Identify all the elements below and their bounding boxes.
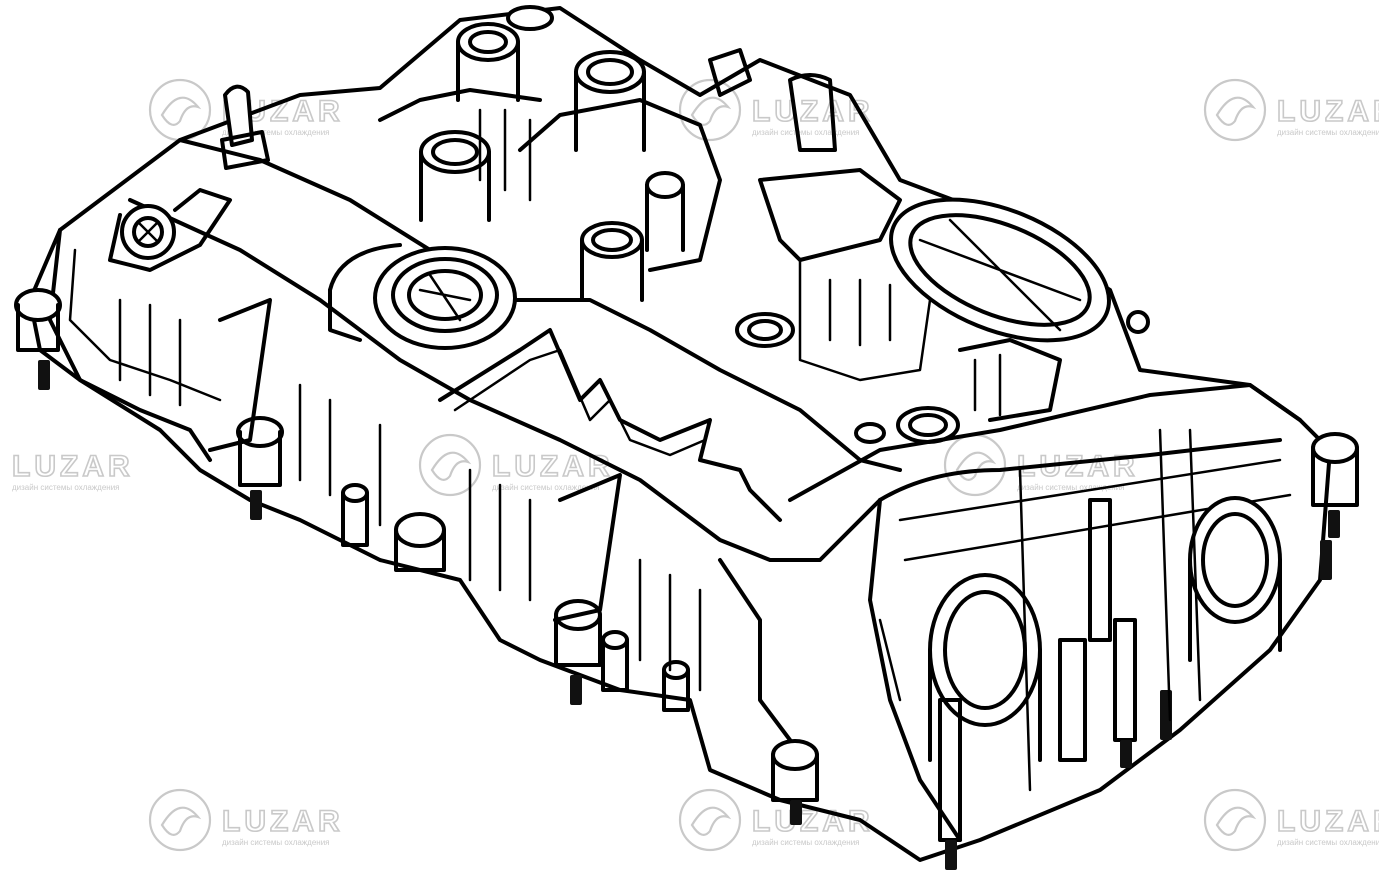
svg-text:LUZAR: LUZAR (12, 450, 134, 483)
watermark-logo: LUZAR дизайн системы охлаждения (678, 78, 874, 142)
mounting-bolt (662, 660, 690, 712)
camshaft-bore (1188, 496, 1282, 662)
cam-sensor (108, 188, 232, 272)
svg-text:LUZAR: LUZAR (222, 805, 344, 838)
svg-text:дизайн системы охлаждения: дизайн системы охлаждения (752, 128, 860, 137)
mounting-bolt (394, 512, 446, 572)
bore-struts (878, 428, 1202, 792)
mounting-bolt (771, 739, 819, 825)
gasket-line (438, 328, 782, 522)
side-ribs (118, 298, 702, 692)
watermark-logo: LUZAR дизайн системы охлаждения (418, 433, 614, 497)
watermark-logo: LUZAR дизайн системы охлаждения (678, 788, 874, 852)
watermark-logo: LUZAR дизайн системы охлаждения (148, 788, 344, 852)
svg-text:дизайн системы охлаждения: дизайн системы охлаждения (222, 128, 330, 137)
mid-right-ports (735, 312, 1062, 444)
svg-text:LUZAR: LUZAR (752, 95, 874, 128)
cover-outline (28, 6, 1332, 862)
left-end-inner (68, 248, 222, 402)
watermark-logo: LUZAR дизайн системы охлаждения (1203, 788, 1379, 852)
svg-text:дизайн системы охлаждения: дизайн системы охлаждения (1277, 128, 1379, 137)
mounting-bolt (601, 630, 629, 692)
mounting-bolt (14, 288, 62, 390)
mounting-bolt (1311, 432, 1359, 538)
pcv-ports (378, 5, 722, 302)
mounting-bolt (341, 483, 369, 547)
svg-text:дизайн системы охлаждения: дизайн системы охлаждения (1277, 838, 1379, 847)
svg-text:LUZAR: LUZAR (492, 450, 614, 483)
watermark-logo: LUZAR дизайн системы охлаждения (11, 449, 134, 492)
svg-text:LUZAR: LUZAR (1277, 805, 1379, 838)
svg-text:дизайн системы охлаждения: дизайн системы охлаждения (752, 838, 860, 847)
svg-text:дизайн системы охлаждения: дизайн системы охлаждения (12, 483, 120, 492)
svg-text:дизайн системы охлаждения: дизайн системы охлаждения (222, 838, 330, 847)
front-studs (938, 498, 1332, 870)
throttle-port (889, 197, 1150, 343)
oil-filler-neck (328, 243, 517, 350)
front-cover-housing (718, 383, 1302, 842)
center-ridge-lower (128, 198, 882, 562)
gasket-line-inner (453, 348, 707, 457)
svg-text:LUZAR: LUZAR (752, 805, 874, 838)
svg-text:LUZAR: LUZAR (1277, 95, 1379, 128)
breather-nipple (220, 84, 270, 170)
center-ridge (178, 138, 902, 472)
oil-separator-housing (708, 48, 932, 382)
svg-text:дизайн системы охлаждения: дизайн системы охлаждения (1017, 483, 1125, 492)
camshaft-bore (928, 573, 1042, 762)
watermark-logo: LUZAR дизайн системы охлаждения (1203, 78, 1379, 142)
mounting-bolt (236, 416, 284, 520)
valve-cover (14, 5, 1359, 870)
svg-text:дизайн системы охлаждения: дизайн системы охлаждения (492, 483, 600, 492)
